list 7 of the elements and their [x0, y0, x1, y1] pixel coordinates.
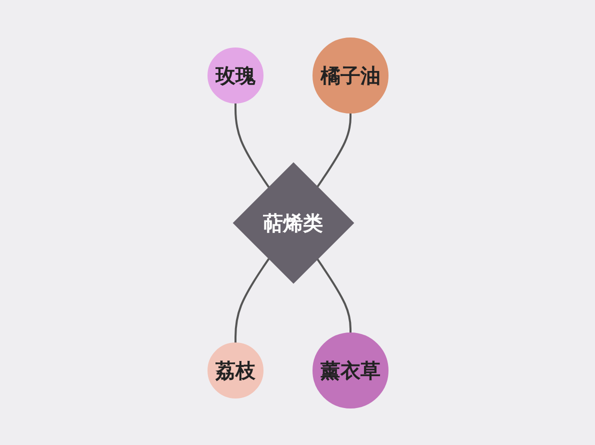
connector: [234, 258, 270, 342]
connector: [316, 112, 351, 188]
connector: [234, 102, 270, 188]
node-circle: 荔枝: [207, 342, 263, 398]
connector: [316, 258, 351, 332]
node-diamond: 萜烯类: [232, 162, 354, 284]
node-circle: 薰衣草: [312, 332, 388, 408]
